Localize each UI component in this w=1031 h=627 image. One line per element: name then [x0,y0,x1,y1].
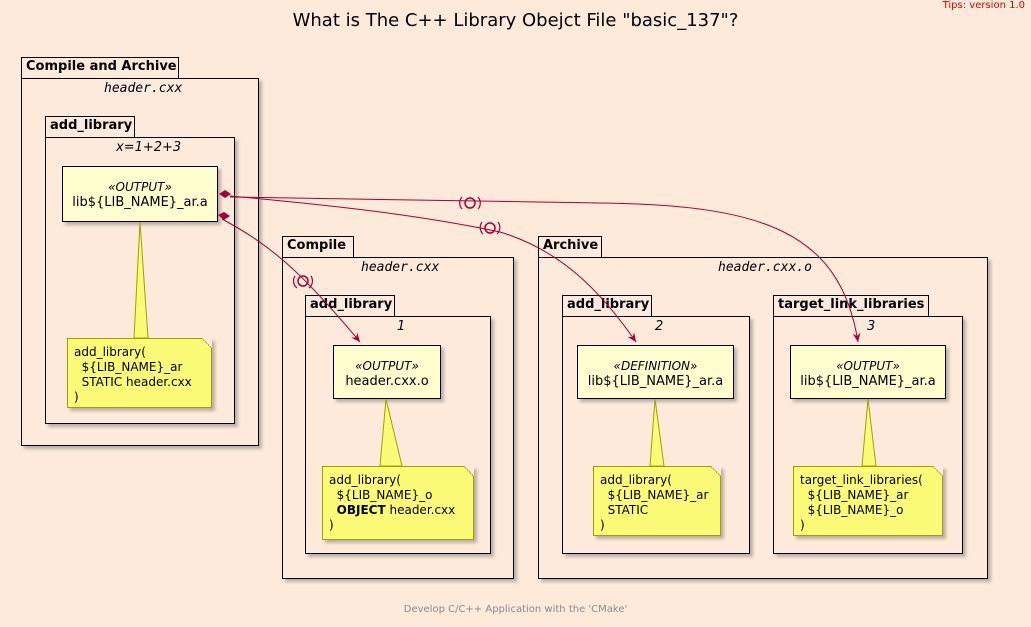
note-line: ) [600,518,605,532]
note-line: ) [329,518,334,532]
interface-symbol [484,222,496,234]
artifact-archive-definition: «DEFINITION» lib${LIB_NAME}_ar.a [577,345,734,399]
note-line: ) [800,518,805,532]
note-main: add_library( ${LIB_NAME}_ar STATIC heade… [67,338,212,408]
note-line: ${LIB_NAME}_o [800,503,904,517]
package-stereotype: x=1+2+3 [116,140,182,155]
package-stereotype: header.cxx [361,260,440,275]
footer-caption: Develop C/C++ Application with the 'CMak… [403,604,628,615]
package-compile-and-archive [21,78,259,446]
package-tab-add-library: add_library [45,116,135,138]
note-anchor-archive [649,398,665,467]
note-anchor-compile [379,398,403,467]
package-archive [538,257,988,579]
artifact-stereotype: «OUTPUT» [355,359,419,373]
link-to-compile-output [221,218,361,343]
composition-diamond [219,190,231,198]
artifact-stereotype: «OUTPUT» [836,359,900,373]
link-to-link-output [229,196,861,343]
package-stereotype: 3 [867,319,876,334]
note-link: target_link_libraries( ${LIB_NAME}_ar ${… [793,466,943,536]
artifact-name: header.cxx.o [345,374,429,389]
package-tab-compile: Compile [282,236,354,258]
note-anchor-link [861,398,877,467]
note-line: add_library( [329,473,401,487]
diagram-title: What is The C++ Library Obejct File "bas… [292,10,739,31]
note-anchor-main [133,221,149,339]
note-line: add_library( [600,473,672,487]
artifact-compile-output: «OUTPUT» header.cxx.o [333,345,441,399]
package-stereotype: header.cxx [104,81,183,96]
package-tab-target-link-libraries: target_link_libraries [773,295,929,317]
artifact-name: lib${LIB_NAME}_ar.a [800,374,936,389]
note-line: ${LIB_NAME}_ar [600,488,709,502]
note-line: target_link_libraries( [800,473,923,487]
note-line: STATIC [600,503,649,517]
note-compile: add_library( ${LIB_NAME}_o OBJECT header… [322,466,474,540]
link-to-archive-definition [229,195,637,343]
note-archive: add_library( ${LIB_NAME}_ar STATIC ) [593,466,721,536]
note-line: ${LIB_NAME}_ar [800,488,909,502]
package-tab-compile-and-archive: Compile and Archive [21,57,179,79]
package-add-library [305,316,491,554]
interface-symbol [297,275,309,287]
note-keyword: OBJECT [336,503,386,517]
package-tab-add-library: add_library [562,295,652,317]
package-stereotype: 1 [397,319,406,334]
note-line: header.cxx [385,503,456,517]
composition-diamond [218,212,230,220]
note-line: ) [74,390,79,404]
package-add-library [45,137,235,424]
artifact-link-output: «OUTPUT» lib${LIB_NAME}_ar.a [790,345,946,399]
note-line: ${LIB_NAME}_o [329,488,433,502]
package-tab-archive: Archive [538,236,602,258]
artifact-stereotype: «OUTPUT» [108,180,172,194]
tips-label: Tips: version 1.0 [942,0,1025,11]
artifact-stereotype: «DEFINITION» [613,359,698,373]
package-stereotype: header.cxx.o [718,260,812,275]
package-target-link-libraries [773,316,963,554]
package-stereotype: 2 [655,319,664,334]
note-line: ${LIB_NAME}_ar [74,360,183,374]
interface-symbol [464,197,476,209]
package-add-library [562,316,750,554]
note-line: STATIC header.cxx [74,375,192,389]
artifact-name: lib${LIB_NAME}_ar.a [72,195,208,210]
package-compile [282,257,514,579]
note-line: add_library( [74,345,146,359]
artifact-main-output: «OUTPUT» lib${LIB_NAME}_ar.a [62,166,218,222]
artifact-name: lib${LIB_NAME}_ar.a [587,374,724,389]
